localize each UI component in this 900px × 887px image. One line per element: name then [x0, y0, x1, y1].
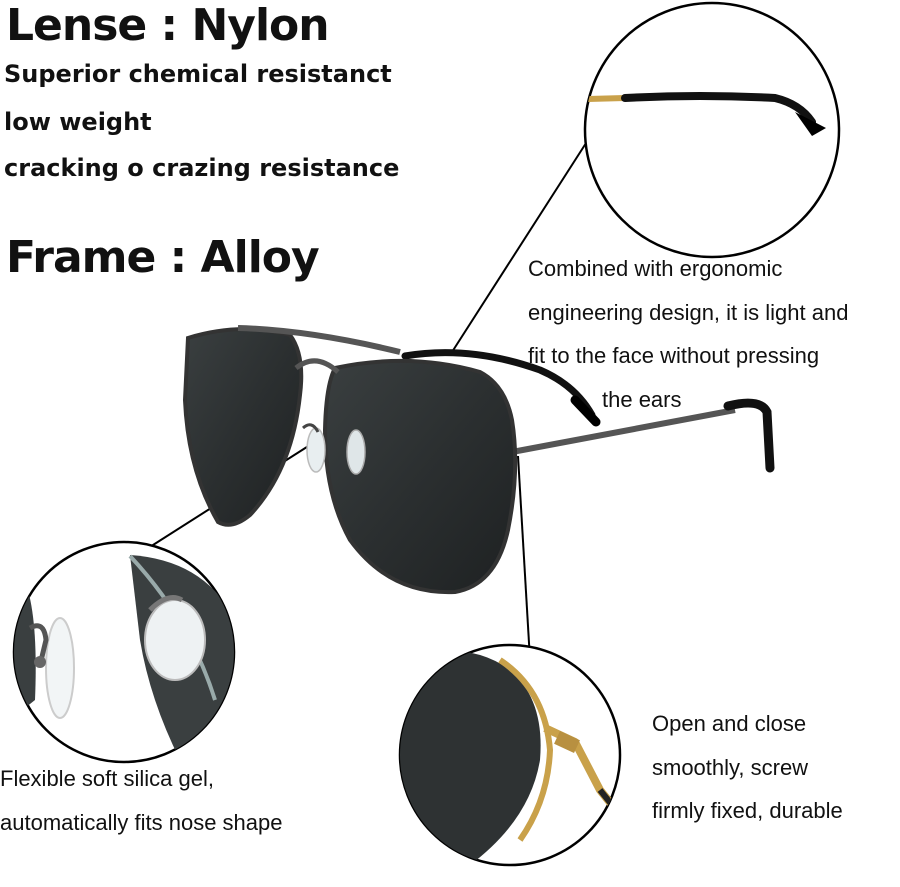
- frame-heading: Frame : Alloy: [6, 232, 320, 283]
- temple-caption-line-4: the ears: [602, 387, 682, 412]
- nose-pad-detail-circle: [12, 540, 236, 764]
- lens-heading: Lense : Nylon: [6, 0, 330, 51]
- hinge-caption-line-2: smoothly, screw: [652, 755, 809, 780]
- lens-feature-3: cracking o crazing resistance: [4, 154, 400, 182]
- temple-caption-line-2: engineering design, it is light and: [528, 300, 849, 325]
- temple-leader-line: [451, 139, 589, 353]
- temple-caption-line-1: Combined with ergonomic: [528, 256, 783, 281]
- temple-detail-circle: [583, 1, 841, 259]
- temple-caption-line-3: fit to the face without pressing: [528, 343, 820, 368]
- sunglasses-image: [182, 325, 775, 595]
- hinge-caption-line-3: firmly fixed, durable: [652, 798, 843, 823]
- lens-feature-1: Superior chemical resistanct: [4, 60, 392, 88]
- nose-pad-caption-line-2: automatically fits nose shape: [0, 810, 283, 835]
- hinge-detail-circle: [398, 643, 622, 867]
- hinge-leader-line: [517, 455, 531, 661]
- lens-feature-2: low weight: [4, 108, 152, 136]
- nose-pad-caption-line-1: Flexible soft silica gel,: [0, 766, 214, 791]
- hinge-caption-line-1: Open and close: [652, 711, 807, 736]
